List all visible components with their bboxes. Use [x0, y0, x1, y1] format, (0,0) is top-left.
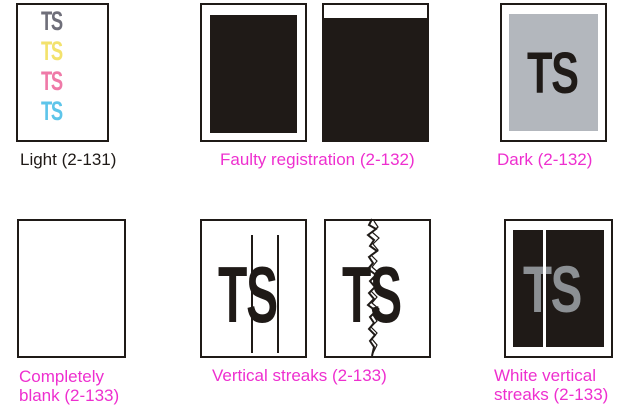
- light-ts-yellow: TS: [41, 36, 63, 66]
- dark-print-sample: TS: [500, 3, 607, 142]
- caption-vertical-streaks[interactable]: Vertical streaks (2-133): [212, 366, 387, 385]
- vertical-streaks-sample-2: TS: [324, 218, 431, 358]
- vertical-streak-line-2: [277, 235, 279, 353]
- light-ts-dark-gray: TS: [41, 6, 63, 36]
- caption-faulty-registration[interactable]: Faulty registration (2-132): [220, 150, 415, 169]
- gray-ts-text: TS: [523, 252, 582, 326]
- light-print-sample: TS TS TS TS: [16, 3, 109, 142]
- faulty-registration-sample-1: [200, 3, 307, 142]
- light-ts-cyan: TS: [41, 96, 63, 126]
- black-fill-area-shifted: [324, 18, 427, 140]
- vertical-streaks-sample-1: TS: [200, 219, 307, 358]
- jagged-streak: [366, 218, 380, 357]
- dark-gray-background: TS: [509, 14, 598, 131]
- vertical-streak-line-1: [251, 235, 253, 353]
- white-vertical-streaks-sample: TS: [504, 219, 613, 358]
- blank-print-sample: [17, 219, 126, 358]
- faulty-registration-sample-2: [322, 3, 429, 142]
- caption-light: Light (2-131): [20, 150, 117, 169]
- white-streak: [543, 230, 546, 347]
- caption-white-vertical-streaks[interactable]: White vertical streaks (2-133): [494, 366, 609, 404]
- dark-ts-text: TS: [527, 41, 579, 106]
- black-fill-area: [210, 15, 297, 133]
- caption-dark[interactable]: Dark (2-132): [497, 150, 593, 169]
- black-background: TS: [513, 230, 604, 347]
- streaks-ts-text-1: TS: [218, 250, 278, 339]
- light-ts-pink: TS: [41, 66, 63, 96]
- caption-completely-blank[interactable]: Completely blank (2-133): [19, 367, 120, 405]
